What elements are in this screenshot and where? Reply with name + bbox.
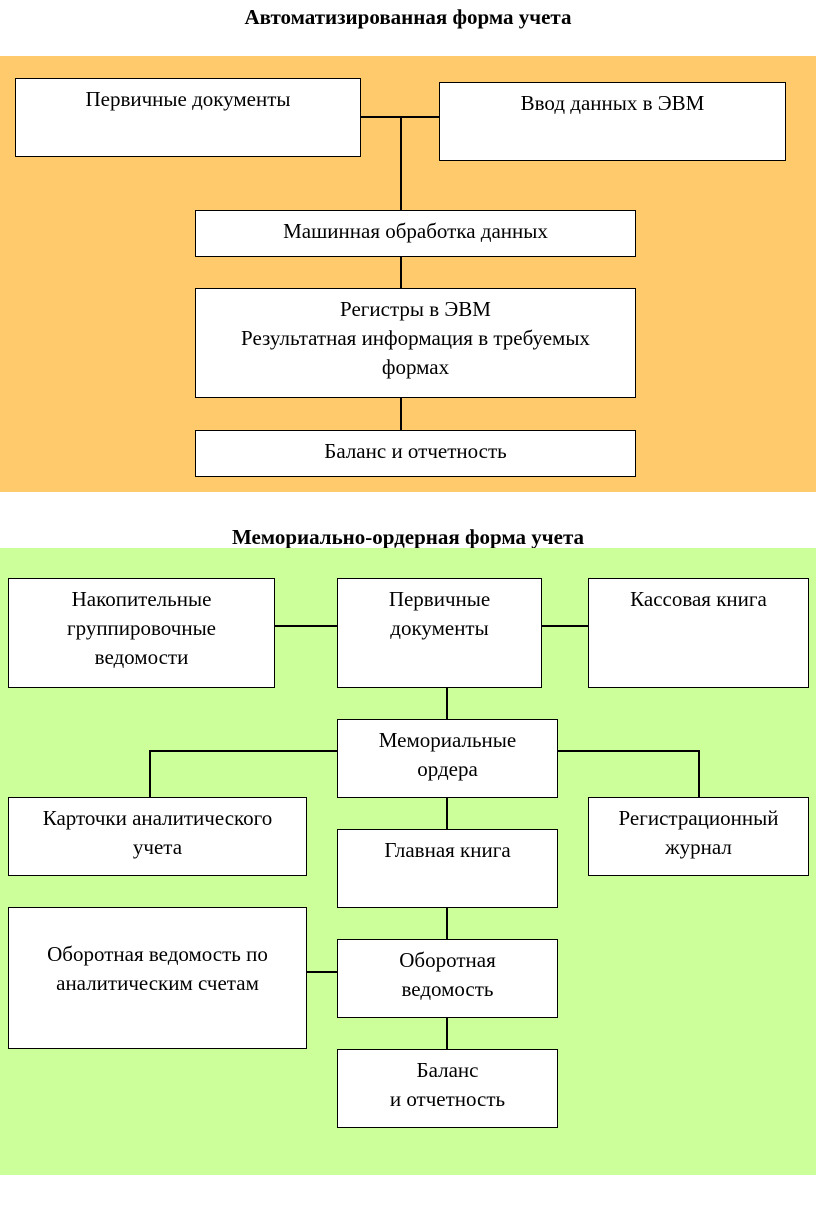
memorial-form-title: Мемориально-ордерная форма учета bbox=[231, 525, 585, 549]
primary-documents-label: Первичные документы bbox=[85, 87, 291, 111]
balance-box: Баланс и отчетность bbox=[337, 1049, 558, 1128]
connector bbox=[541, 625, 589, 627]
analytical-cards-line: Карточки аналитического bbox=[42, 806, 273, 830]
primary-documents-line: документы bbox=[390, 616, 489, 640]
machine-processing-label: Машинная обработка данных bbox=[283, 219, 548, 243]
memorial-panel: Накопительные группировочные ведомости П… bbox=[0, 548, 816, 1175]
registration-journal-line: Регистрационный bbox=[618, 806, 779, 830]
memorial-orders-box: Мемориальные ордера bbox=[337, 719, 558, 798]
memorial-orders-line: ордера bbox=[417, 757, 478, 781]
registration-journal-box: Регистрационный журнал bbox=[588, 797, 809, 876]
registers-line: Результатная информация в требуемых bbox=[241, 326, 590, 350]
cumulative-sheets-line: ведомости bbox=[94, 645, 189, 669]
data-entry-label: Ввод данных в ЭВМ bbox=[520, 91, 705, 115]
connector bbox=[446, 1018, 448, 1050]
connector bbox=[557, 750, 699, 752]
cash-book-box: Кассовая книга bbox=[588, 578, 809, 688]
registers-line: Регистры в ЭВМ bbox=[340, 297, 491, 321]
connector bbox=[400, 116, 402, 210]
connector bbox=[149, 750, 338, 752]
connector bbox=[446, 688, 448, 720]
turnover-analytical-box: Оборотная ведомость по аналитическим сче… bbox=[8, 907, 307, 1049]
primary-documents-line: Первичные bbox=[388, 587, 491, 611]
primary-documents-box: Первичные документы bbox=[15, 78, 361, 157]
turnover-analytical-line: Оборотная ведомость по bbox=[47, 942, 268, 966]
cumulative-sheets-line: Накопительные bbox=[71, 587, 212, 611]
balance-box: Баланс и отчетность bbox=[195, 430, 636, 477]
connector bbox=[446, 908, 448, 940]
turnover-sheet-box: Оборотная ведомость bbox=[337, 939, 558, 1018]
connector bbox=[149, 750, 151, 797]
connector bbox=[446, 798, 448, 830]
registers-box: Регистры в ЭВМ Результатная информация в… bbox=[195, 288, 636, 398]
turnover-analytical-line: аналитическим счетам bbox=[56, 971, 259, 995]
connector bbox=[275, 625, 338, 627]
analytical-cards-line: учета bbox=[132, 835, 183, 859]
primary-documents-box: Первичные документы bbox=[337, 578, 542, 688]
cumulative-sheets-line: группировочные bbox=[66, 616, 216, 640]
automated-form-title: Автоматизированная форма учета bbox=[244, 5, 572, 29]
cash-book-label: Кассовая книга bbox=[630, 587, 767, 611]
analytical-cards-box: Карточки аналитического учета bbox=[8, 797, 307, 876]
turnover-sheet-line: Оборотная bbox=[399, 948, 496, 972]
connector bbox=[305, 971, 338, 973]
registration-journal-line: журнал bbox=[665, 835, 732, 859]
balance-line: Баланс bbox=[416, 1058, 479, 1082]
automated-panel: Первичные документы Ввод данных в ЭВМ Ма… bbox=[0, 56, 816, 492]
machine-processing-box: Машинная обработка данных bbox=[195, 210, 636, 257]
data-entry-box: Ввод данных в ЭВМ bbox=[439, 82, 786, 161]
connector bbox=[400, 398, 402, 430]
general-ledger-label: Главная книга bbox=[384, 838, 511, 862]
registers-line: формах bbox=[381, 355, 450, 379]
cumulative-sheets-box: Накопительные группировочные ведомости bbox=[8, 578, 275, 688]
memorial-orders-line: Мемориальные bbox=[378, 728, 517, 752]
connector bbox=[698, 750, 700, 797]
general-ledger-box: Главная книга bbox=[337, 829, 558, 908]
connector bbox=[400, 257, 402, 289]
balance-label: Баланс и отчетность bbox=[324, 439, 507, 463]
balance-line: и отчетность bbox=[389, 1087, 506, 1111]
turnover-sheet-line: ведомость bbox=[401, 977, 494, 1001]
